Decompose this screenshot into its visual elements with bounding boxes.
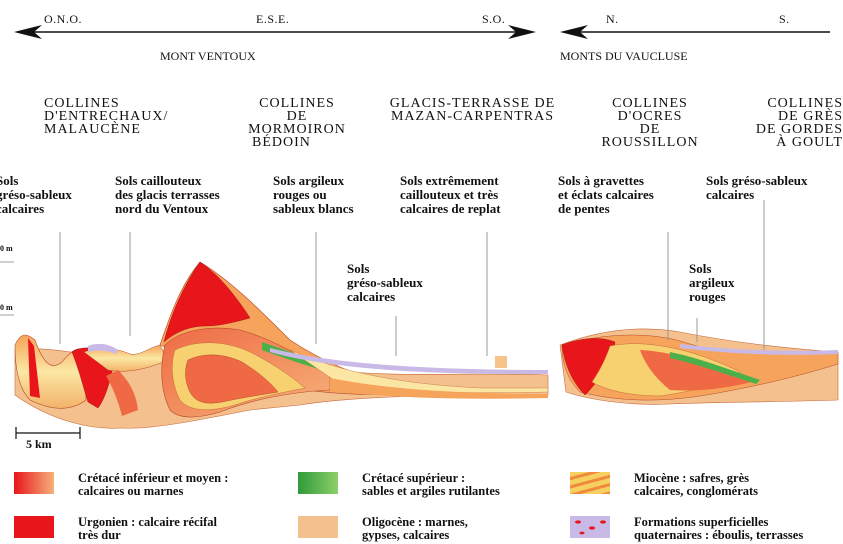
range-monts-du-vaucluse: MONTS DU VAUCLUSE bbox=[560, 49, 688, 63]
legend-label-cretace-inferieur: Crétacé inférieur et moyen :calcaires ou… bbox=[78, 471, 229, 498]
legend-swatch-urgonien bbox=[14, 516, 54, 538]
elevation-label-upper: 0 m bbox=[0, 244, 13, 253]
direction-n: N. bbox=[606, 12, 619, 26]
section-ventoux bbox=[0, 232, 549, 429]
direction-ono: O.N.O. bbox=[44, 12, 82, 26]
direction-ese: E.S.E. bbox=[256, 12, 290, 26]
section-vaucluse bbox=[559, 200, 839, 405]
legend-label-oligocene: Oligocène : marnes,gypses, calcaires bbox=[362, 515, 468, 542]
legend-swatch-cretace-inferieur bbox=[14, 472, 54, 494]
legend-swatch-formations-superficielles bbox=[570, 516, 610, 538]
legend-label-cretace-superieur: Crétacé supérieur :sables et argiles rut… bbox=[362, 471, 500, 498]
direction-so: S.O. bbox=[482, 12, 506, 26]
legend-swatch-cretace-superieur bbox=[298, 472, 338, 494]
pebble-pattern-icon bbox=[575, 520, 606, 535]
legend-swatch-oligocene bbox=[298, 516, 338, 538]
range-mont-ventoux: MONT VENTOUX bbox=[160, 49, 256, 63]
scale-label: 5 km bbox=[26, 437, 52, 451]
direction-s: S. bbox=[779, 12, 790, 26]
arrow-right-section bbox=[560, 25, 830, 39]
scale-bar bbox=[15, 427, 81, 439]
legend-swatch-miocene bbox=[570, 472, 610, 494]
arrow-left-section bbox=[14, 25, 536, 39]
elevation-label-lower: 0 m bbox=[0, 303, 13, 312]
